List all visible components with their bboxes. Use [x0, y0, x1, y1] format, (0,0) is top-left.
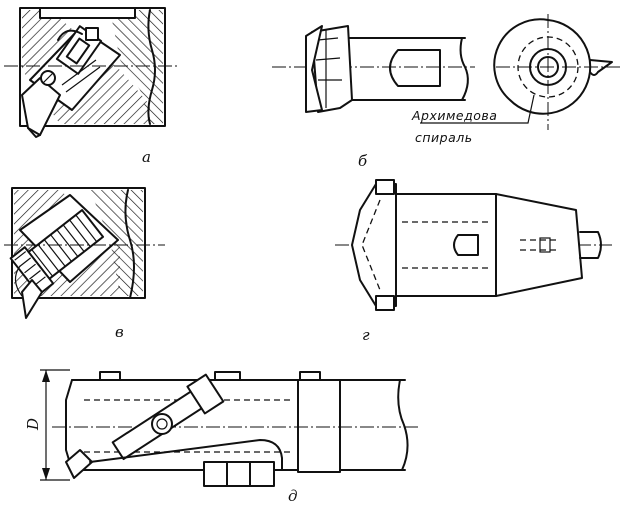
figure-d-boring-bar-assembly: [40, 369, 418, 487]
figure-label-g: г: [362, 326, 370, 344]
dimension-label-diameter: D: [24, 418, 42, 431]
annotation-archimedean-spiral-line2: спираль: [415, 130, 473, 145]
figure-label-d: д: [288, 487, 298, 505]
annotation-archimedean-spiral-line1: Архимедова: [411, 108, 497, 123]
figure-label-a: а: [142, 148, 151, 166]
figure-v-cartridge-section: [4, 187, 165, 319]
figure-b-side-view: [272, 25, 475, 113]
figure-label-v: в: [115, 323, 124, 341]
figure-label-b: б: [358, 152, 368, 170]
figure-b-end-view-spiral: [420, 14, 620, 130]
figure-g-tool-holder: [335, 179, 612, 311]
figure-a-boring-bar-section: [4, 7, 180, 138]
